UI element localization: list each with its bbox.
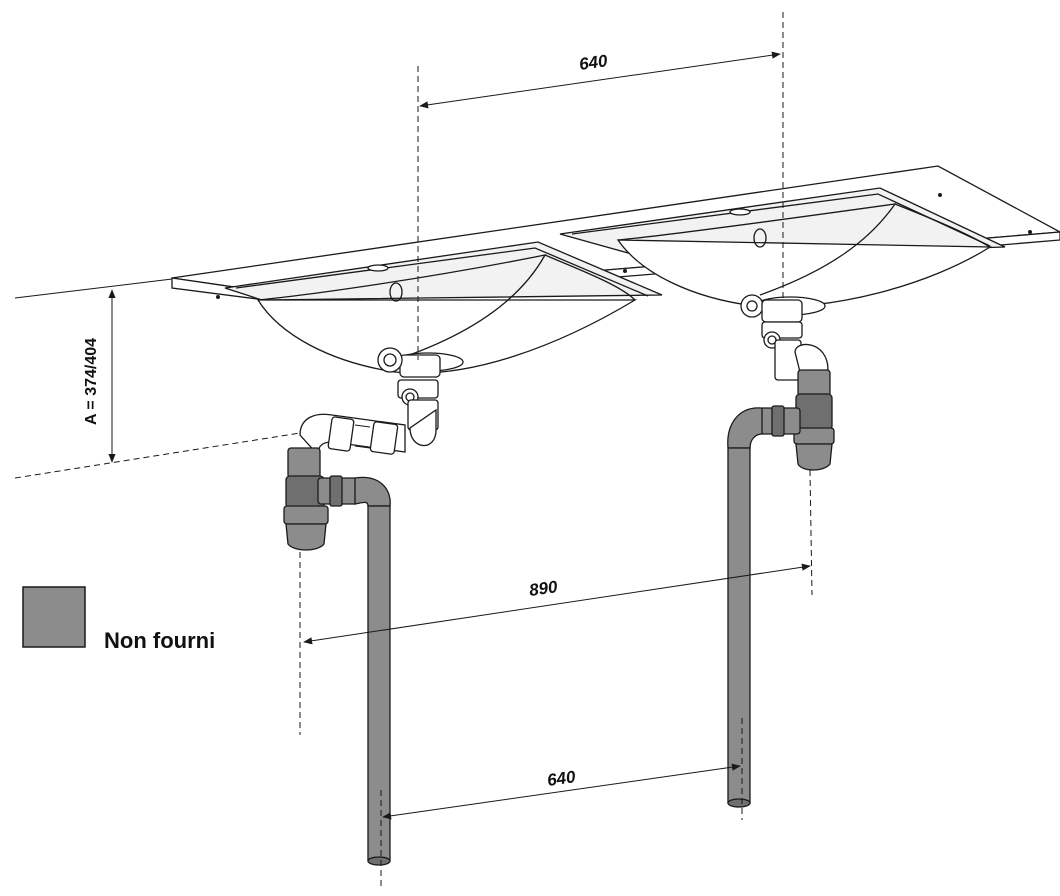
wall-reference-lines xyxy=(14,278,301,479)
right-downpipe xyxy=(727,447,751,808)
right-siphon xyxy=(727,369,835,471)
left-downpipe xyxy=(367,505,391,866)
dimension-lines xyxy=(108,51,811,820)
dim-line-siphon-spacing xyxy=(303,563,811,645)
dim-line-top-spacing xyxy=(419,51,781,109)
right-drain-fittings xyxy=(740,294,829,381)
legend: Non fourni xyxy=(22,586,215,653)
dim-label-pipe-spacing: 640 xyxy=(546,767,577,790)
dim-label-height: A = 374/404 xyxy=(83,338,100,425)
left-siphon xyxy=(283,447,391,551)
dim-line-pipe-spacing xyxy=(382,763,741,820)
legend-label: Non fourni xyxy=(104,628,215,653)
axis-lines xyxy=(299,12,813,888)
dim-label-top-spacing: 640 xyxy=(578,51,609,74)
left-basin xyxy=(224,241,663,374)
left-drain-fittings xyxy=(299,347,464,457)
legend-swatch xyxy=(22,586,86,648)
dim-label-siphon-spacing: 890 xyxy=(528,577,559,600)
